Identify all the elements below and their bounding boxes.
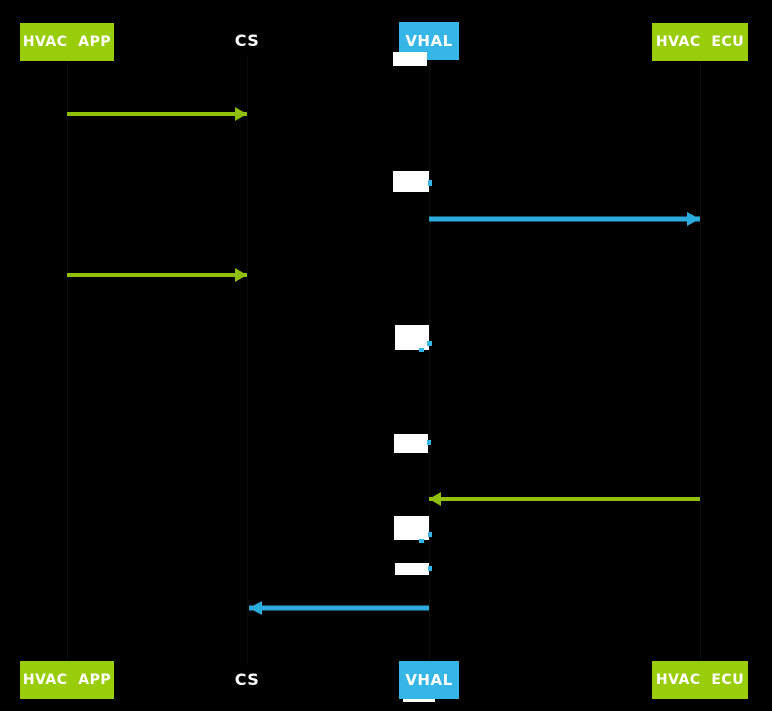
message-vhal-to-hvac-ecu-1[interactable] <box>429 211 700 227</box>
note-box-3 <box>395 325 429 350</box>
participant-label: HVAC ECU <box>655 672 745 688</box>
participant-label: CS <box>234 31 260 50</box>
participant-cs-top[interactable]: CS <box>222 26 272 56</box>
participant-label: HVAC ECU <box>655 34 745 50</box>
arrowhead-left-icon <box>249 601 262 615</box>
participant-hvac-ecu-top[interactable]: HVAC ECU <box>652 23 748 61</box>
message-hvac-app-to-cs-1[interactable] <box>67 107 247 121</box>
lifeline-hvac-app <box>67 61 68 661</box>
note-connector-tick-5 <box>428 532 432 537</box>
arrowhead-right-icon <box>235 268 247 282</box>
participant-label: HVAC APP <box>22 672 112 688</box>
note-connector-tick-3b <box>419 348 424 352</box>
note-box-4 <box>394 434 428 453</box>
participant-hvac-app-bottom[interactable]: HVAC APP <box>20 661 114 699</box>
note-connector-tick-2 <box>428 180 432 186</box>
note-box-5 <box>394 516 429 540</box>
arrowhead-right-icon <box>687 212 700 226</box>
note-box-1 <box>393 52 427 66</box>
lifeline-cs <box>247 56 248 665</box>
participant-vhal-bottom[interactable]: VHAL <box>399 661 459 699</box>
participant-hvac-ecu-bottom[interactable]: HVAC ECU <box>652 661 748 699</box>
note-connector-tick-5b <box>419 539 424 543</box>
message-shaft <box>67 112 247 116</box>
message-hvac-ecu-to-vhal-1[interactable] <box>429 492 700 506</box>
note-connector-tick-3 <box>427 341 432 346</box>
lifeline-hvac-ecu <box>700 61 701 661</box>
note-connector-tick-6 <box>428 566 432 571</box>
message-hvac-app-to-cs-2[interactable] <box>67 268 247 282</box>
message-shaft <box>429 216 700 222</box>
participant-label: VHAL <box>405 670 453 689</box>
note-box-2 <box>393 171 429 192</box>
note-connector-tick-4 <box>427 440 431 445</box>
arrowhead-right-icon <box>235 107 247 121</box>
participant-label: HVAC APP <box>22 34 112 50</box>
note-box-6 <box>395 563 429 575</box>
message-shaft <box>67 273 247 277</box>
arrowhead-left-icon <box>429 492 441 506</box>
message-shaft <box>249 605 429 611</box>
participant-label: CS <box>234 670 260 689</box>
note-connector-tick-1 <box>427 55 431 60</box>
participant-hvac-app-top[interactable]: HVAC APP <box>20 23 114 61</box>
participant-label: VHAL <box>405 31 453 50</box>
message-shaft <box>429 497 700 501</box>
participant-cs-bottom[interactable]: CS <box>222 665 272 695</box>
lifeline-vhal <box>429 60 430 661</box>
message-vhal-to-cs-1[interactable] <box>249 600 429 616</box>
